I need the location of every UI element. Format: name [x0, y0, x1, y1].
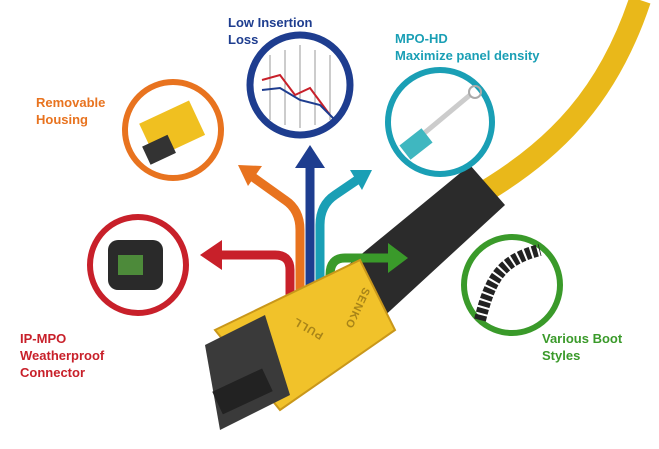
label-removable-housing: Removable Housing — [36, 94, 105, 128]
label-line: Low Insertion — [228, 15, 313, 30]
label-line: MPO-HD — [395, 31, 448, 46]
label-line: Connector — [20, 365, 85, 380]
fiber-cable — [464, 0, 651, 210]
label-ip-mpo: IP-MPO Weatherproof Connector — [20, 330, 104, 381]
label-line: IP-MPO — [20, 331, 67, 346]
arrow-ip-mpo — [215, 250, 295, 320]
label-line: Styles — [542, 348, 581, 363]
arrow-housing — [247, 171, 305, 320]
insertion-loss-circle — [246, 31, 354, 139]
label-mpo-hd: MPO-HD Maximize panel density — [395, 30, 540, 64]
label-line: Housing — [36, 112, 88, 127]
label-line: Maximize panel density — [395, 48, 540, 63]
removable-housing-circle — [122, 79, 224, 181]
label-line: Removable — [36, 95, 106, 110]
boot-styles-circle — [461, 234, 563, 336]
mpo-hd-circle — [385, 67, 495, 177]
label-boot-styles: Various Boot Styles — [542, 330, 622, 364]
arrow-mpo-hd — [315, 174, 363, 320]
label-line: Weatherproof — [20, 348, 105, 363]
label-line: Various Boot — [542, 331, 623, 346]
label-insertion-loss: Low Insertion Loss — [228, 14, 313, 48]
label-line: Loss — [228, 32, 259, 47]
connector-boot — [330, 165, 505, 320]
ip-mpo-circle — [87, 214, 189, 316]
